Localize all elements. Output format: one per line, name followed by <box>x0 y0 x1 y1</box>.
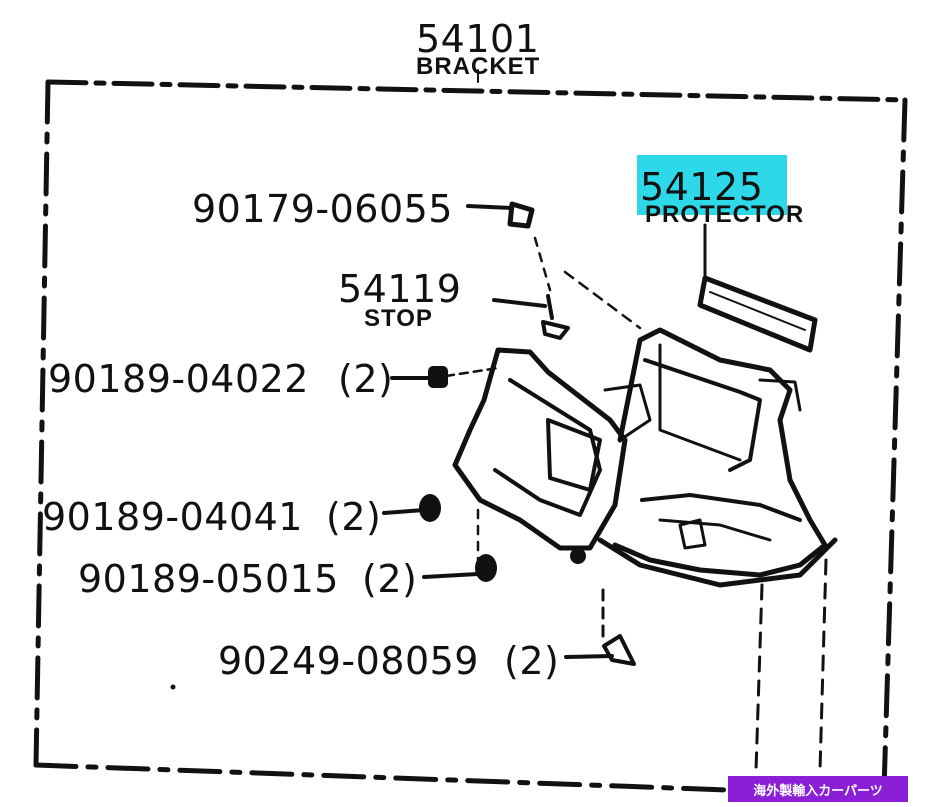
assembly-name: BRACKET <box>416 53 540 80</box>
callout-nut-a-number: 90189-04022 <box>48 357 309 401</box>
watermark-badge: 海外製輸入カーパーツ <box>728 776 908 802</box>
callout-nut-b-qty: (2) <box>326 495 381 539</box>
callout-nut-c-qty: (2) <box>362 557 417 601</box>
highlight-part-number: 54125 <box>640 165 763 209</box>
assembly-part-number: 54101 <box>416 17 539 61</box>
protector-part <box>697 223 818 353</box>
assembly-frame <box>33 69 908 793</box>
callout-stop-name: STOP <box>364 305 433 332</box>
leader-lines <box>382 204 828 772</box>
bracket-part <box>452 327 838 588</box>
fasteners <box>419 201 636 666</box>
highlight-name: PROTECTOR <box>645 201 804 228</box>
callout-nut-c-number: 90189-05015 <box>78 557 339 601</box>
highlight-box <box>637 155 787 215</box>
callout-nut-a-qty: (2) <box>338 357 393 401</box>
callout-stop-number: 54119 <box>338 267 461 311</box>
callout-clip-number: 90249-08059 <box>218 639 479 683</box>
callout-clip-qty: (2) <box>504 639 559 683</box>
callout-nut-b-number: 90189-04041 <box>42 495 303 539</box>
callout-screw-number: 90179-06055 <box>192 187 453 231</box>
stray-dot <box>170 684 176 690</box>
